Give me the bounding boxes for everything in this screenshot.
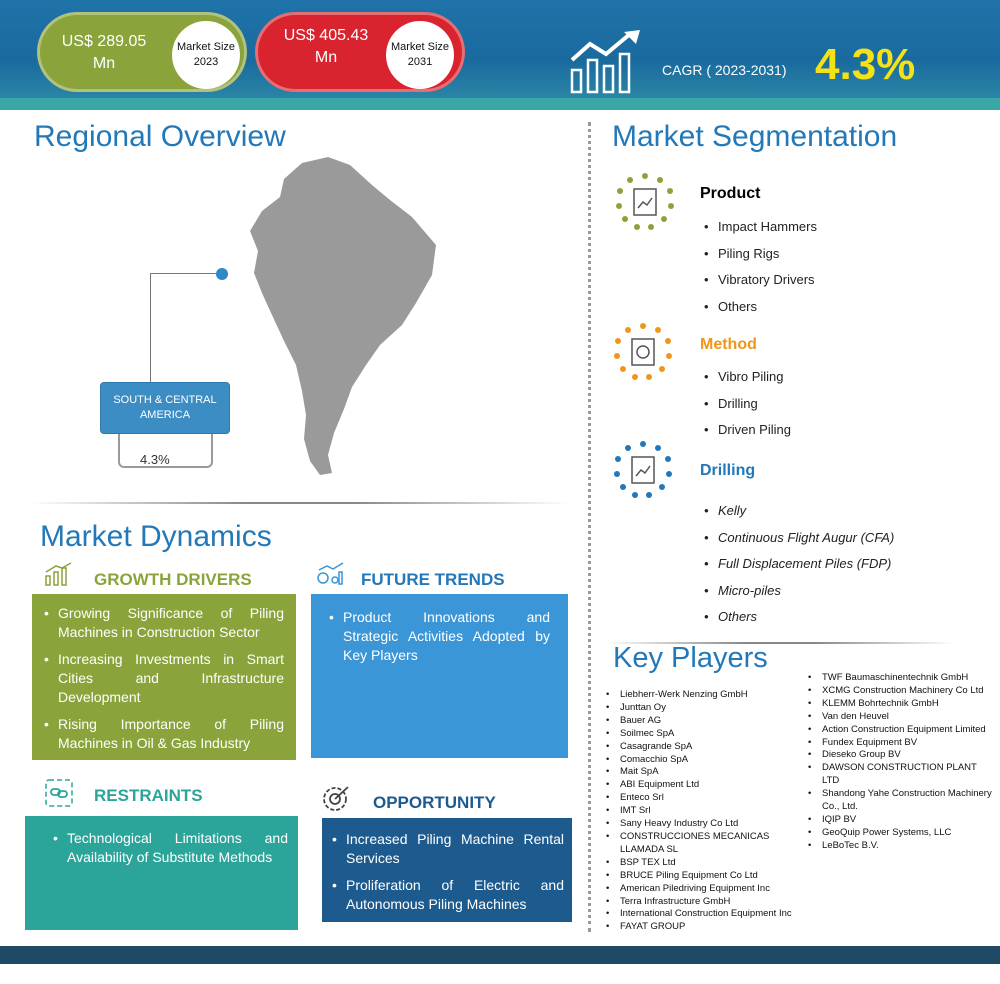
list-item: American Piledriving Equipment Inc [606,883,806,896]
segment-drilling-heading: Drilling [700,462,756,479]
list-item: Action Construction Equipment Limited [808,724,993,737]
list-item: Junttan Oy [606,702,806,715]
list-item: Soilmec SpA [606,728,806,741]
future-trends-box: Product Innovations and Strategic Activi… [311,594,568,758]
key-players-list-1: Liebherr-Werk Nenzing GmbH Junttan Oy Ba… [606,689,806,934]
list-item: BSP TEX Ltd [606,857,806,870]
drilling-document-icon [614,441,672,498]
list-item: Vibratory Drivers [704,272,817,299]
south-america-map [250,157,436,475]
market-size-2023-pill: US$ 289.05 Mn Market Size 2023 [37,12,247,92]
list-item: Continuous Flight Augur (CFA) [704,530,894,557]
market-segmentation-title: Market Segmentation [612,120,898,153]
list-item: IMT Srl [606,805,806,818]
region-connector-h [150,273,216,274]
key-players-title: Key Players [613,642,768,674]
opportunity-box: Increased Piling Machine Rental Services… [322,818,572,922]
product-document-icon [616,173,674,230]
region-label-box: SOUTH & CENTRAL AMERICA [100,382,230,434]
list-item: Impact Hammers [704,219,817,246]
market-size-2023-badge: Market Size 2023 [172,21,240,89]
list-item: Increasing Investments in Smart Cities a… [44,650,284,707]
footer-space [0,964,1000,984]
list-item: Growing Significance of Piling Machines … [44,604,284,642]
list-item: Sany Heavy Industry Co Ltd [606,818,806,831]
header-banner: US$ 289.05 Mn Market Size 2023 US$ 405.4… [0,0,1000,110]
list-item: International Construction Equipment Inc [606,908,806,921]
list-item: Mait SpA [606,766,806,779]
region-connector-v [150,273,151,383]
list-item: IQIP BV [808,814,993,827]
list-item: Van den Heuvel [808,711,993,724]
trends-gears-icon [317,562,344,585]
segment-drilling-list: Kelly Continuous Flight Augur (CFA) Full… [704,503,894,636]
list-item: Vibro Piling [704,369,791,396]
list-item: Enteco Srl [606,792,806,805]
segment-product-list: Impact Hammers Piling Rigs Vibratory Dri… [704,219,817,325]
list-item: CONSTRUCCIONES MECANICAS LLAMADA SL [606,831,776,857]
list-item: Comacchio SpA [606,754,806,767]
divider-regional [30,502,570,504]
growth-drivers-box: Growing Significance of Piling Machines … [32,594,296,760]
key-players-list-2: TWF Baumaschinentechnik GmbH XCMG Constr… [808,672,993,853]
list-item: Rising Importance of Piling Machines in … [44,715,284,753]
list-item: Proliferation of Electric and Autonomous… [332,876,564,914]
list-item: Terra Infrastructure GmbH [606,896,806,909]
vertical-divider [588,122,591,932]
market-size-2031-pill: US$ 405.43 Mn Market Size 2031 [255,12,465,92]
region-cagr-value: 4.3% [140,452,170,467]
market-size-2023-value: US$ 289.05 Mn [61,33,147,72]
market-size-2031-badge: Market Size 2031 [386,21,454,89]
list-item: XCMG Construction Machinery Co Ltd [808,685,993,698]
list-item: Kelly [704,503,894,530]
growth-drivers-heading: GROWTH DRIVERS [94,570,252,589]
list-item: BRUCE Piling Equipment Co Ltd [606,870,806,883]
restraints-box: Technological Limitations and Availabili… [25,816,298,930]
list-item: TWF Baumaschinentechnik GmbH [808,672,993,685]
opportunity-heading: OPPORTUNITY [373,793,496,812]
method-document-icon [614,323,672,380]
divider-segmentation [605,642,955,644]
segment-method-heading: Method [700,336,757,353]
list-item: Piling Rigs [704,246,817,273]
cagr-label: CAGR ( 2023-2031) [662,62,787,78]
list-item: Dieseko Group BV [808,749,993,762]
list-item: Shandong Yahe Construction Machinery Co.… [808,788,993,814]
regional-overview-title: Regional Overview [34,120,286,153]
region-marker-dot [216,268,228,280]
list-item: Drilling [704,396,791,423]
list-item: Full Displacement Piles (FDP) [704,556,894,583]
market-dynamics-title: Market Dynamics [40,520,272,553]
footer-bar [0,946,1000,964]
list-item: GeoQuip Power Systems, LLC [808,827,993,840]
segment-product-heading: Product [700,185,761,202]
restraints-chain-icon [45,779,73,807]
list-item: Casagrande SpA [606,741,806,754]
list-item: DAWSON CONSTRUCTION PLANT LTD [808,762,993,788]
growth-chart-icon [570,30,640,94]
list-item: Product Innovations and Strategic Activi… [329,608,550,665]
cagr-value: 4.3% [815,40,916,89]
list-item: Others [704,609,894,636]
list-item: Technological Limitations and Availabili… [53,829,288,867]
list-item: Others [704,299,817,326]
list-item: ABI Equipment Ltd [606,779,806,792]
list-item: LeBoTec B.V. [808,840,993,853]
list-item: Increased Piling Machine Rental Services [332,830,564,868]
market-size-2031-value: US$ 405.43 Mn [283,27,369,66]
list-item: FAYAT GROUP [606,921,806,934]
opportunity-target-icon [323,786,349,811]
list-item: KLEMM Bohrtechnik GmbH [808,698,993,711]
restraints-heading: RESTRAINTS [94,786,203,805]
region-cagr-frame [118,434,213,468]
list-item: Bauer AG [606,715,806,728]
future-trends-heading: FUTURE TRENDS [361,570,505,589]
list-item: Micro-piles [704,583,894,610]
growth-bars-icon [45,562,72,586]
list-item: Fundex Equipment BV [808,737,993,750]
list-item: Liebherr-Werk Nenzing GmbH [606,689,806,702]
list-item: Driven Piling [704,422,791,449]
header-band [0,98,1000,110]
segment-method-list: Vibro Piling Drilling Driven Piling [704,369,791,449]
